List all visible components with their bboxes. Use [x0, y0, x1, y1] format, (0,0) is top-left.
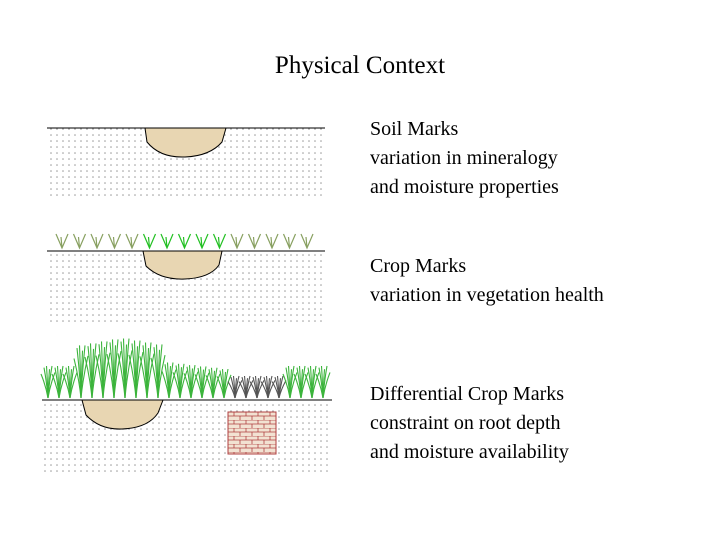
crop-tuft: [40, 365, 56, 399]
caption-heading: Differential Crop Marks: [370, 383, 565, 405]
crop-sprout: [107, 233, 122, 250]
crop-tuft: [282, 365, 298, 399]
crop-sprout: [72, 233, 87, 250]
differential-crop-marks-section: [40, 338, 332, 475]
crop-tuft: [139, 342, 155, 399]
crop-sprout: [90, 233, 104, 250]
buried-pit-feature: [142, 250, 223, 280]
crop-sprout: [125, 233, 139, 250]
caption-heading: Crop Marks: [370, 255, 467, 277]
crop-sprout: [247, 233, 262, 250]
crop-tuft: [293, 365, 309, 399]
stunted-crop-tuft: [227, 375, 243, 399]
caption-soil-marks: Soil Marks variation in mineralogy and m…: [370, 115, 559, 202]
caption-line: variation in vegetation health: [370, 284, 604, 306]
crop-tuft: [150, 344, 166, 399]
crop-sprout: [212, 233, 227, 250]
soil-marks-section: [47, 127, 325, 198]
crop-sprout: [160, 233, 174, 250]
buried-wall-feature: [227, 411, 277, 455]
crop-tuft: [106, 339, 122, 399]
buried-ditch-feature: [81, 399, 164, 430]
caption-differential-crop-marks: Differential Crop Marks constraint on ro…: [370, 380, 569, 467]
crop-tuft: [183, 365, 199, 399]
crop-tuft: [172, 363, 188, 399]
crop-sprout: [142, 233, 157, 250]
stunted-crop-tuft: [238, 375, 254, 399]
crop-row: [55, 233, 314, 250]
crop-tuft: [62, 365, 78, 399]
crop-tuft: [95, 341, 111, 399]
caption-line: constraint on root depth: [370, 412, 561, 434]
crop-row: [40, 338, 331, 399]
crop-sprout: [282, 233, 297, 250]
crop-sprout: [177, 233, 192, 250]
crop-tuft: [194, 366, 210, 399]
crop-tuft: [84, 343, 100, 399]
crop-tuft: [128, 340, 144, 399]
crop-tuft: [304, 365, 320, 399]
crop-sprout: [230, 233, 244, 250]
crop-tuft: [51, 365, 67, 399]
crop-sprout: [195, 233, 209, 250]
caption-line: variation in mineralogy: [370, 147, 558, 169]
caption-line: and moisture availability: [370, 441, 569, 463]
crop-tuft: [205, 367, 221, 399]
crop-tuft: [161, 362, 177, 399]
page-title: Physical Context: [274, 52, 446, 79]
crop-tuft: [117, 338, 133, 399]
crop-marks-section: [47, 233, 325, 323]
caption-heading: Soil Marks: [370, 118, 459, 140]
crop-tuft: [73, 345, 89, 399]
caption-line: and moisture properties: [370, 176, 559, 198]
buried-pit-feature: [144, 127, 227, 158]
caption-crop-marks: Crop Marks variation in vegetation healt…: [370, 252, 604, 310]
stunted-crop-tuft: [260, 375, 276, 399]
crop-tuft: [216, 368, 232, 399]
crop-sprout: [300, 233, 314, 250]
crop-sprout: [265, 233, 279, 250]
stunted-crop-tuft: [271, 375, 287, 399]
crop-sprout: [55, 233, 69, 250]
crop-tuft: [315, 365, 331, 399]
stunted-crop-tuft: [249, 375, 265, 399]
